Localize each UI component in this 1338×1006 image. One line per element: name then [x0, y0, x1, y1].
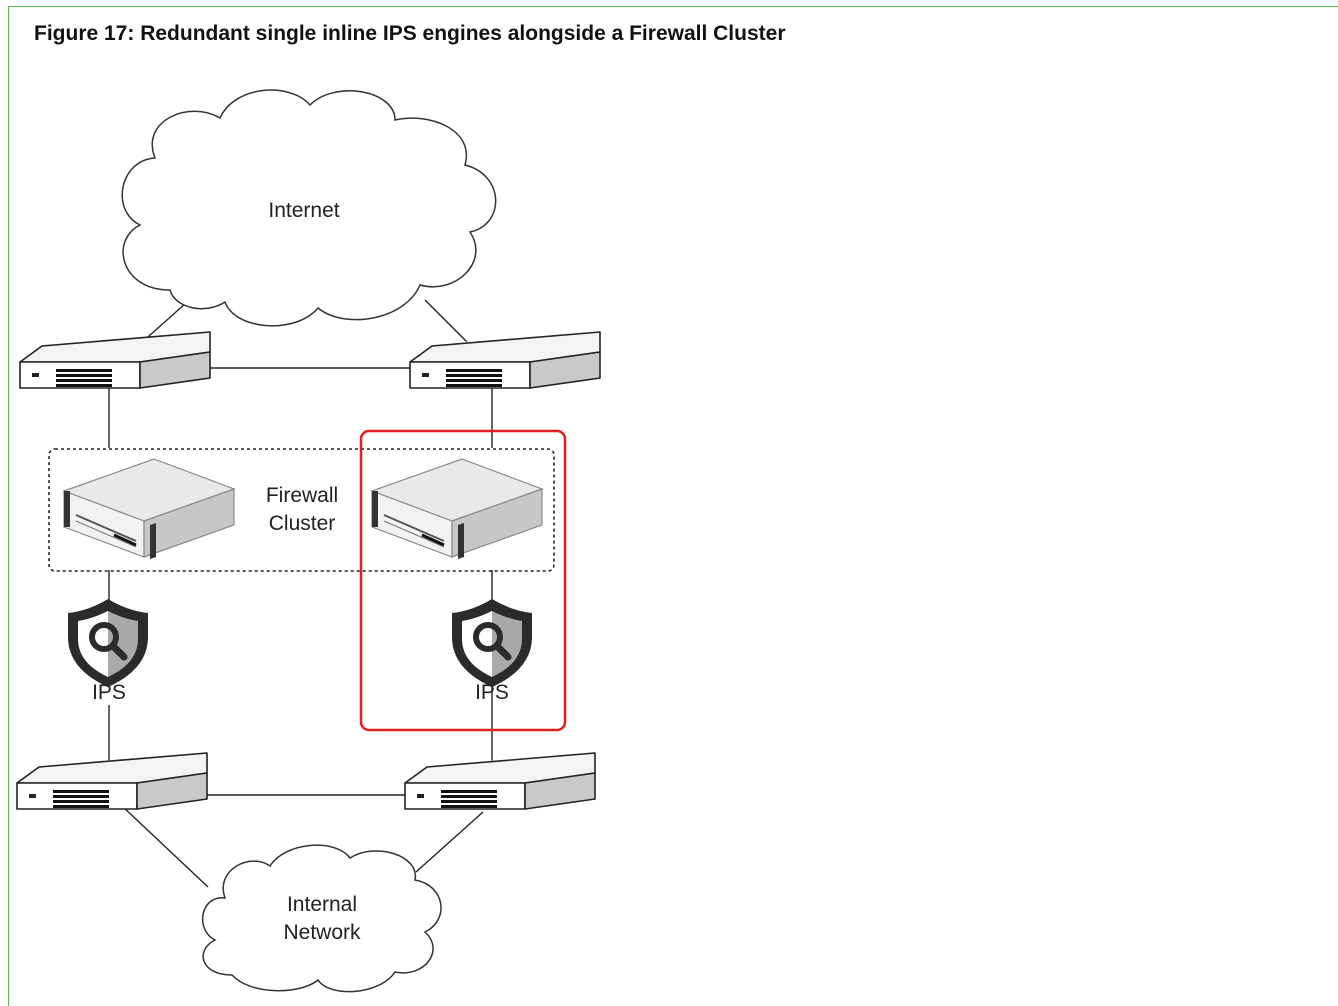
network-switch-icon: [404, 752, 600, 810]
connection-lines: [108, 299, 493, 888]
ips-left-label: IPS: [92, 681, 126, 704]
firewall-server-icon: [370, 457, 544, 561]
network-switch-icon: [16, 752, 212, 810]
figure-title: Figure 17: Redundant single inline IPS e…: [34, 22, 786, 45]
highlight-box: [359, 429, 567, 732]
figure-frame: [8, 6, 1338, 1006]
network-switch-icon: [409, 331, 605, 389]
firewall-cluster-boundary: [48, 448, 555, 572]
ips-right-label: IPS: [475, 681, 509, 704]
internal-network-label-line1: Internal: [287, 893, 357, 916]
ips-shield-icon: [68, 599, 148, 687]
ips-shield-icon: [452, 599, 532, 687]
firewall-cluster-label-line2: Cluster: [269, 512, 336, 535]
firewall-cluster-label-line1: Firewall: [266, 484, 338, 507]
network-switch-icon: [19, 331, 215, 389]
internet-label: Internet: [268, 199, 339, 222]
internet-cloud: Internet: [121, 89, 497, 327]
internal-network-label-line2: Network: [283, 921, 361, 944]
internal-network-cloud: Internal Network: [201, 844, 442, 993]
firewall-server-icon: [62, 457, 236, 561]
